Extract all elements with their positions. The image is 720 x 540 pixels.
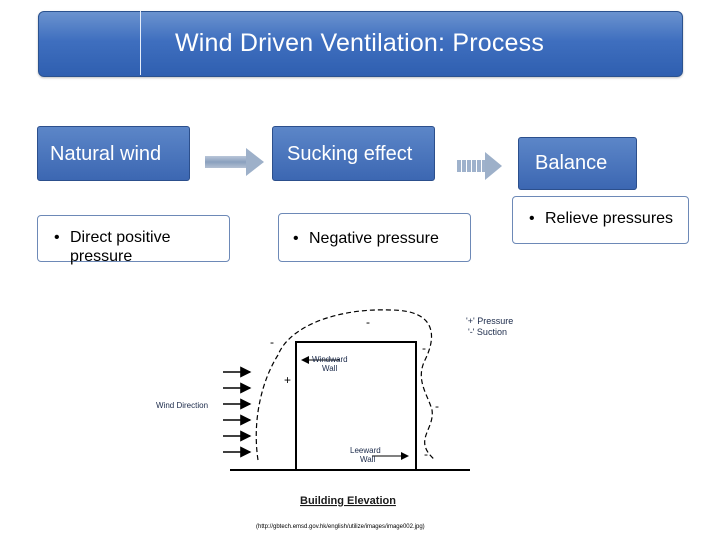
bullet-box-direct-positive-pressure: • Direct positive pressure [37, 215, 230, 265]
step-label: Sucking effect [287, 143, 413, 165]
bullet-text: Negative pressure [309, 230, 439, 247]
windward-wall-label-1: Windward [312, 355, 348, 364]
striped-right-arrow-head-icon [485, 152, 502, 180]
suction-minus-marker-lee2: - [435, 399, 439, 413]
legend-pressure: '+' Pressure [466, 316, 513, 326]
legend-suction: '-' Suction [468, 327, 507, 337]
bullet-dot: • [54, 229, 60, 246]
diagram-source: (http://gbtech.emsd.gov.hk/english/utili… [256, 524, 425, 530]
right-arrow-icon [205, 156, 246, 168]
step-sucking-effect: Sucking effect [272, 126, 435, 181]
right-arrow-head-icon [246, 148, 264, 176]
wind-arrows [223, 366, 252, 458]
windward-wall-label-2: Wall [322, 364, 337, 373]
airflow-envelope [255, 309, 436, 461]
suction-minus-marker-right: - [422, 341, 426, 355]
title-banner [38, 11, 683, 77]
bullet-dot: • [529, 210, 535, 227]
step-label: Natural wind [50, 143, 162, 165]
leeward-wall-label-2: Wall [360, 455, 375, 464]
title-banner-inset [38, 11, 141, 75]
step-natural-wind: Natural wind [37, 126, 190, 181]
suction-minus-marker-left: - [270, 335, 274, 349]
suction-minus-marker-lee: - [424, 447, 428, 461]
bullet-box-relieve-pressures: • Relieve pressures [512, 196, 689, 244]
bullet-text: Relieve pressures [545, 210, 674, 227]
page-title: Wind Driven Ventilation: Process [174, 28, 545, 57]
leeward-wall-label-1: Leeward [350, 446, 381, 455]
bullet-box-negative-pressure: • Negative pressure [278, 213, 471, 262]
step-label: Balance [535, 152, 608, 174]
bullet-text: Direct positive pressure [70, 229, 171, 265]
pressure-plus-marker: + [284, 373, 291, 387]
building-elevation-diagram: Windward Wall Leeward Wall Wind Directio… [156, 309, 513, 530]
diagram-caption: Building Elevation [300, 495, 396, 507]
wind-direction-label: Wind Direction [156, 401, 208, 410]
striped-right-arrow-icon [457, 160, 485, 172]
bullet-dot: • [293, 230, 299, 247]
suction-minus-marker-top: - [366, 315, 370, 329]
step-balance: Balance [518, 137, 637, 190]
